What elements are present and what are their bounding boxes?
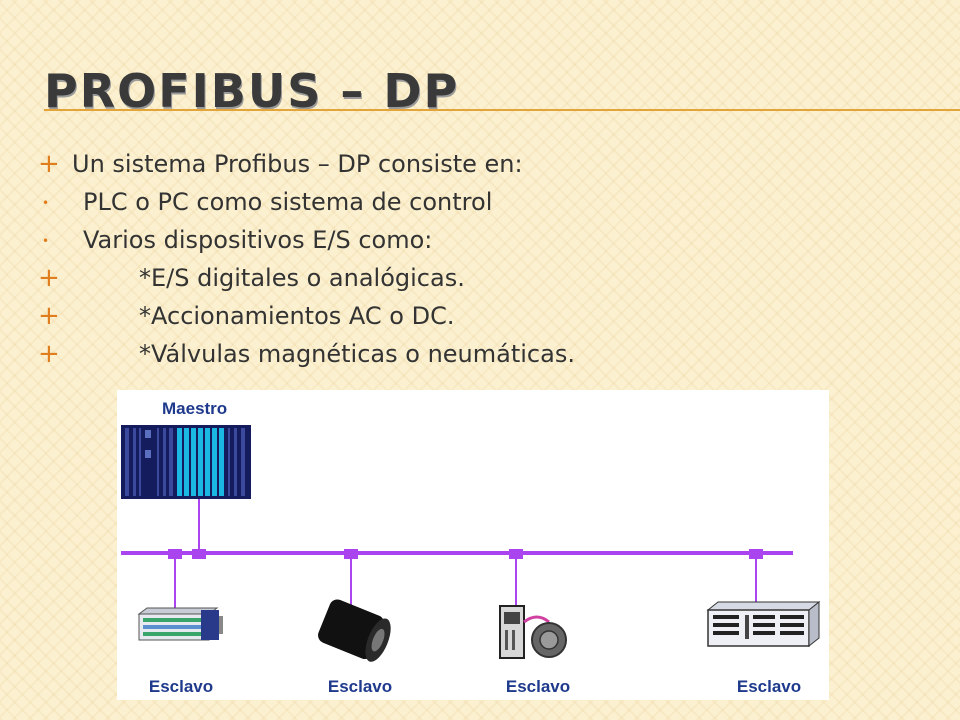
bullet-text: Varios dispositivos E/S como: xyxy=(83,226,433,254)
master-label: Maestro xyxy=(162,399,227,418)
bullet-text: *Accionamientos AC o DC. xyxy=(139,302,455,330)
profibus-network-diagram: Maestro xyxy=(117,390,829,700)
bullet-item: + *Válvulas magnéticas o neumáticas. xyxy=(38,337,938,375)
slave-label: Esclavo xyxy=(149,677,213,696)
drive-motor-icon xyxy=(318,599,391,662)
bullet-item: + Un sistema Profibus – DP consiste en: xyxy=(38,147,938,185)
bullet-text: *E/S digitales o analógicas. xyxy=(139,264,465,292)
rack-unit-icon xyxy=(706,600,821,648)
bus-connector xyxy=(192,549,206,559)
plus-bullet-icon: + xyxy=(38,263,60,293)
bus-connector xyxy=(509,549,523,559)
bullet-text: Un sistema Profibus – DP consiste en: xyxy=(72,150,523,178)
plus-bullet-icon: + xyxy=(38,339,60,369)
title-underline xyxy=(44,109,960,111)
bullet-text: *Válvulas magnéticas o neumáticas. xyxy=(139,340,575,368)
bus-connector xyxy=(749,549,763,559)
plc-master-icon xyxy=(121,425,251,499)
plus-bullet-icon: + xyxy=(38,301,60,331)
valve-actuator-icon xyxy=(499,605,567,659)
plus-bullet-icon: + xyxy=(38,149,60,179)
dot-bullet-icon: • xyxy=(42,234,50,248)
bullet-item: • PLC o PC como sistema de control xyxy=(38,185,938,223)
slave-label: Esclavo xyxy=(737,677,801,696)
slave-label: Esclavo xyxy=(506,677,570,696)
bus-connector xyxy=(168,549,182,559)
bullet-item: • Varios dispositivos E/S como: xyxy=(38,223,938,261)
bullet-text: PLC o PC como sistema de control xyxy=(83,188,493,216)
io-module-icon xyxy=(137,607,223,641)
slave-label: Esclavo xyxy=(328,677,392,696)
bullet-item: + *E/S digitales o analógicas. xyxy=(38,261,938,299)
bus-connector xyxy=(344,549,358,559)
dot-bullet-icon: • xyxy=(42,196,50,210)
bullet-list: + Un sistema Profibus – DP consiste en: •… xyxy=(38,147,938,375)
bullet-item: + *Accionamientos AC o DC. xyxy=(38,299,938,337)
